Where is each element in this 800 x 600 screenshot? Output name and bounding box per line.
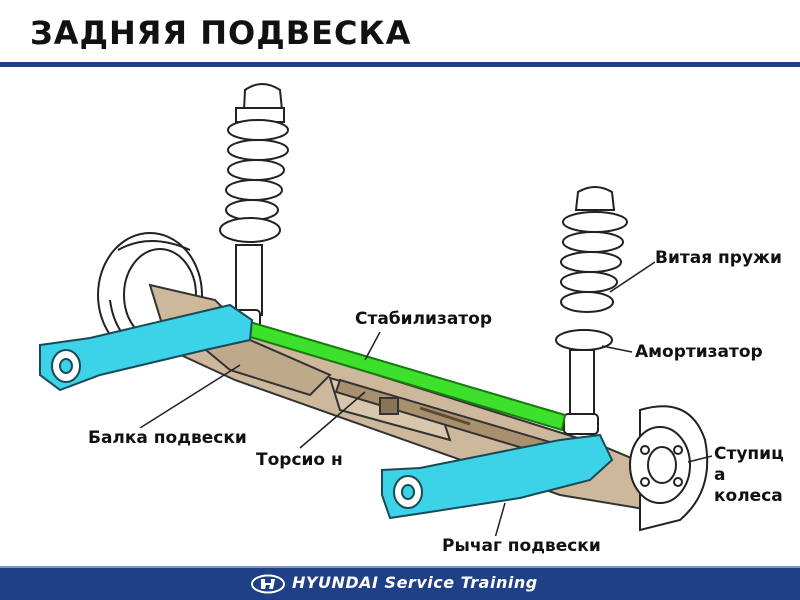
left-shock-absorber — [219, 83, 289, 331]
label-stabilizer: Стабилизатор — [355, 309, 492, 330]
hyundai-logo-icon — [251, 574, 285, 594]
footer-divider — [0, 566, 800, 568]
label-suspension-arm: Рычаг подвески — [442, 536, 601, 557]
right-shock-absorber — [555, 186, 628, 435]
title-divider — [0, 62, 800, 67]
left-trailing-arm — [39, 303, 254, 392]
label-shock-absorber: Амортизатор — [635, 342, 763, 363]
label-wheel-hub: Ступиц а колеса — [714, 444, 798, 507]
label-spring: Витая пружи — [655, 248, 782, 269]
page-title: ЗАДНЯЯ ПОДВЕСКА — [30, 14, 412, 52]
label-torsion: Торсио н — [256, 450, 346, 471]
label-suspension-beam: Балка подвески — [88, 428, 247, 449]
right-trailing-arm — [381, 433, 614, 520]
torsion-bar — [334, 378, 562, 460]
right-wheel-hub — [629, 405, 709, 532]
leader-lines — [139, 261, 713, 539]
footer-brand-text: HYUNDAI Service Training — [292, 573, 538, 592]
footer-bar: HYUNDAI Service Training — [0, 568, 800, 600]
